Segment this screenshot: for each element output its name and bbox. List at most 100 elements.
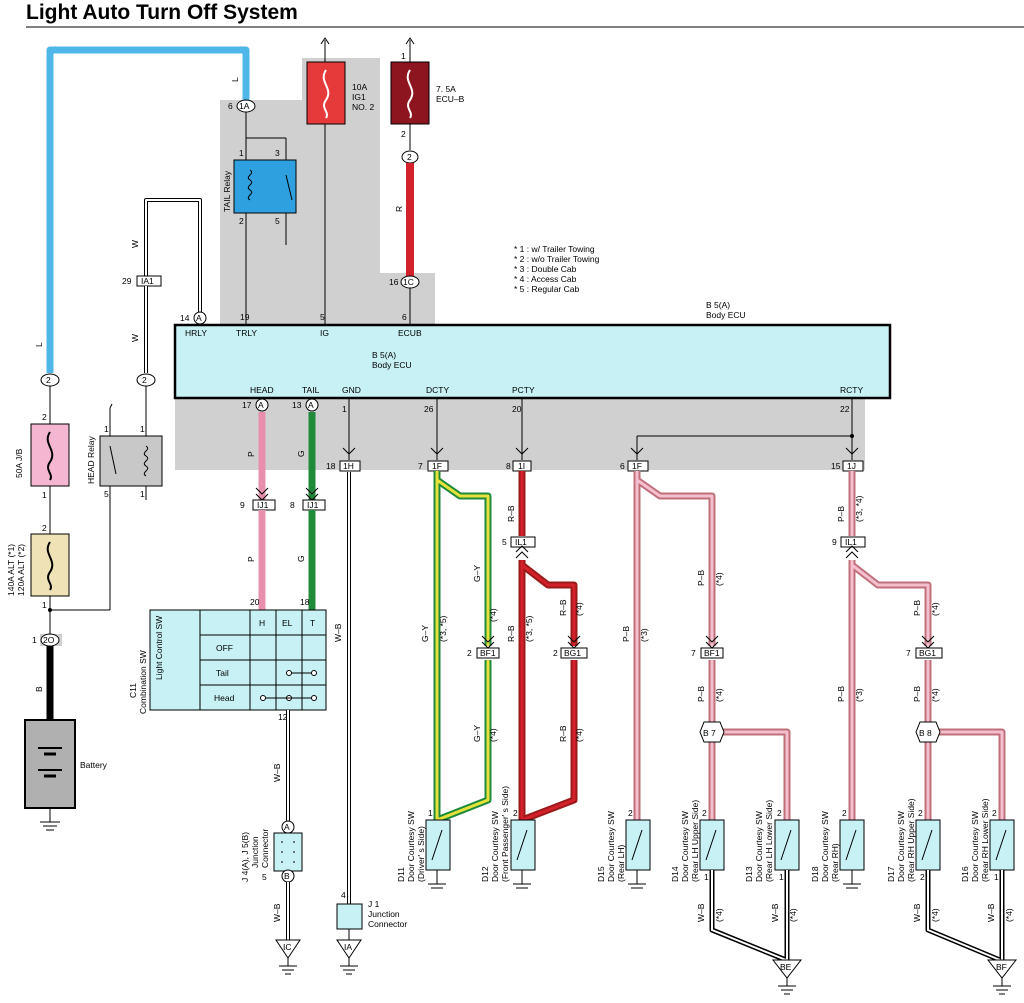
svg-text:(*4): (*4) (788, 908, 798, 922)
svg-text:7: 7 (418, 461, 423, 471)
svg-text:A: A (258, 400, 264, 410)
svg-text:D13: D13 (744, 866, 754, 882)
svg-text:(*4): (*4) (930, 688, 940, 702)
svg-text:BF1: BF1 (480, 648, 496, 658)
svg-text:17: 17 (242, 400, 252, 410)
switch-d11: 1 D11 Door Courtesy SW (Driver' s Side) (396, 808, 451, 889)
svg-text:6: 6 (402, 312, 407, 322)
svg-text:5: 5 (502, 537, 507, 547)
note-5: * 5 : Regular Cab (514, 284, 579, 294)
wire-rcty: 22 1F 6 1J 15 P–B (*3) P–B (*4) BF1 7 P–… (620, 398, 1006, 820)
svg-text:J 4(A), J 5(B): J 4(A), J 5(B) (240, 832, 250, 882)
switch-d15: 2 D15 Door Courtesy SW (Rear LH) (596, 808, 651, 889)
svg-text:(*3): (*3) (639, 628, 649, 642)
svg-text:2: 2 (42, 412, 47, 422)
head-relay: 2 1 1 5 1 HEAD Relay (86, 373, 163, 610)
svg-text:1: 1 (779, 872, 784, 882)
svg-text:P–B: P–B (912, 600, 922, 616)
svg-text:15: 15 (831, 461, 841, 471)
svg-text:6: 6 (228, 101, 233, 111)
fuse-ecub: 1 7. 5A ECU–B 2 2 R 1C 16 6 (389, 37, 465, 325)
svg-text:D16: D16 (960, 866, 970, 882)
svg-text:W: W (130, 334, 140, 342)
svg-text:D12: D12 (480, 866, 490, 882)
svg-text:26: 26 (424, 404, 434, 414)
svg-text:16: 16 (389, 277, 399, 287)
svg-text:1I: 1I (518, 461, 525, 471)
ground-bf: BF (996, 962, 1007, 972)
svg-text:18: 18 (326, 461, 336, 471)
wire-head-tail: A 17 P IJ1 9 P 20 A 13 G IJ1 8 G 18 (240, 398, 326, 610)
svg-text:R–B: R–B (506, 625, 516, 642)
svg-text:G: G (296, 555, 306, 562)
svg-text:IG1: IG1 (352, 92, 366, 102)
svg-text:P: P (246, 556, 256, 562)
svg-text:12: 12 (278, 712, 288, 722)
svg-text:(*4): (*4) (574, 602, 584, 616)
svg-text:1: 1 (239, 148, 244, 158)
svg-text:1: 1 (401, 51, 406, 61)
svg-text:Tail: Tail (216, 668, 229, 678)
svg-text:14: 14 (180, 313, 190, 323)
svg-text:(*4): (*4) (930, 602, 940, 616)
svg-text:Door Courtesy SW: Door Courtesy SW (406, 811, 416, 882)
wire-to-junction: W–B A B 5 J 4(A), J 5(B) Junction Connec… (240, 710, 303, 975)
svg-text:Connector: Connector (260, 829, 270, 868)
svg-text:2: 2 (918, 808, 923, 818)
svg-text:G–Y: G–Y (472, 725, 482, 742)
svg-text:9: 9 (240, 500, 245, 510)
svg-text:1: 1 (32, 635, 37, 645)
svg-text:22: 22 (840, 404, 850, 414)
svg-text:W–B: W–B (272, 763, 282, 782)
svg-text:ECUB: ECUB (398, 328, 422, 338)
svg-text:G–Y: G–Y (472, 565, 482, 582)
svg-text:1: 1 (994, 872, 999, 882)
svg-text:(*3): (*3) (854, 688, 864, 702)
svg-text:Door Courtesy SW: Door Courtesy SW (820, 811, 830, 882)
svg-text:2: 2 (513, 808, 518, 818)
svg-text:Door Courtesy SW: Door Courtesy SW (896, 811, 906, 882)
svg-text:Head: Head (214, 693, 235, 703)
svg-text:BF1: BF1 (704, 648, 720, 658)
svg-text:IJ1: IJ1 (257, 500, 269, 510)
svg-text:Body ECU: Body ECU (372, 360, 412, 370)
svg-text:PCTY: PCTY (512, 385, 535, 395)
svg-text:Junction: Junction (250, 836, 260, 868)
svg-text:RCTY: RCTY (840, 385, 863, 395)
svg-text:R–B: R–B (506, 505, 516, 522)
svg-text:Door Courtesy SW: Door Courtesy SW (606, 811, 616, 882)
tail-relay-label: TAIL Relay (222, 170, 232, 212)
svg-text:W–B: W–B (770, 903, 780, 922)
svg-text:(*4): (*4) (714, 572, 724, 586)
svg-text:A: A (308, 400, 314, 410)
svg-text:2: 2 (553, 648, 558, 658)
svg-text:B: B (284, 871, 290, 881)
svg-text:8: 8 (506, 461, 511, 471)
svg-text:IJ1: IJ1 (307, 500, 319, 510)
svg-text:1H: 1H (343, 461, 354, 471)
svg-text:(*4): (*4) (930, 908, 940, 922)
wire-hrly: W IA1 29 W A 14 (122, 198, 207, 373)
svg-text:(Rear RH Upper Side): (Rear RH Upper Side) (906, 798, 916, 882)
power-column: 2 2 50A J/B 1 2 140A ALT (*1) 120A ALT (… (6, 373, 110, 831)
svg-text:G–Y: G–Y (420, 625, 430, 642)
svg-text:1: 1 (42, 600, 47, 610)
svg-text:T: T (310, 618, 315, 628)
svg-text:7: 7 (906, 648, 911, 658)
svg-text:1F: 1F (432, 461, 442, 471)
note-1: * 1 : w/ Trailer Towing (514, 244, 595, 254)
svg-text:1: 1 (428, 808, 433, 818)
tail-relay: 1A 6 1 3 2 5 TAIL Relay (222, 99, 297, 325)
battery-label: Battery (80, 760, 108, 770)
svg-text:P–B: P–B (836, 506, 846, 522)
svg-text:1: 1 (104, 424, 109, 434)
svg-text:(Rear RH): (Rear RH) (830, 843, 840, 882)
svg-text:DCTY: DCTY (426, 385, 449, 395)
svg-text:2: 2 (628, 808, 633, 818)
svg-text:IL1: IL1 (845, 537, 857, 547)
svg-text:BG1: BG1 (919, 648, 936, 658)
svg-text:2: 2 (407, 152, 412, 162)
svg-text:R–B: R–B (558, 725, 568, 742)
svg-text:IG: IG (320, 328, 329, 338)
svg-text:(*4): (*4) (714, 688, 724, 702)
